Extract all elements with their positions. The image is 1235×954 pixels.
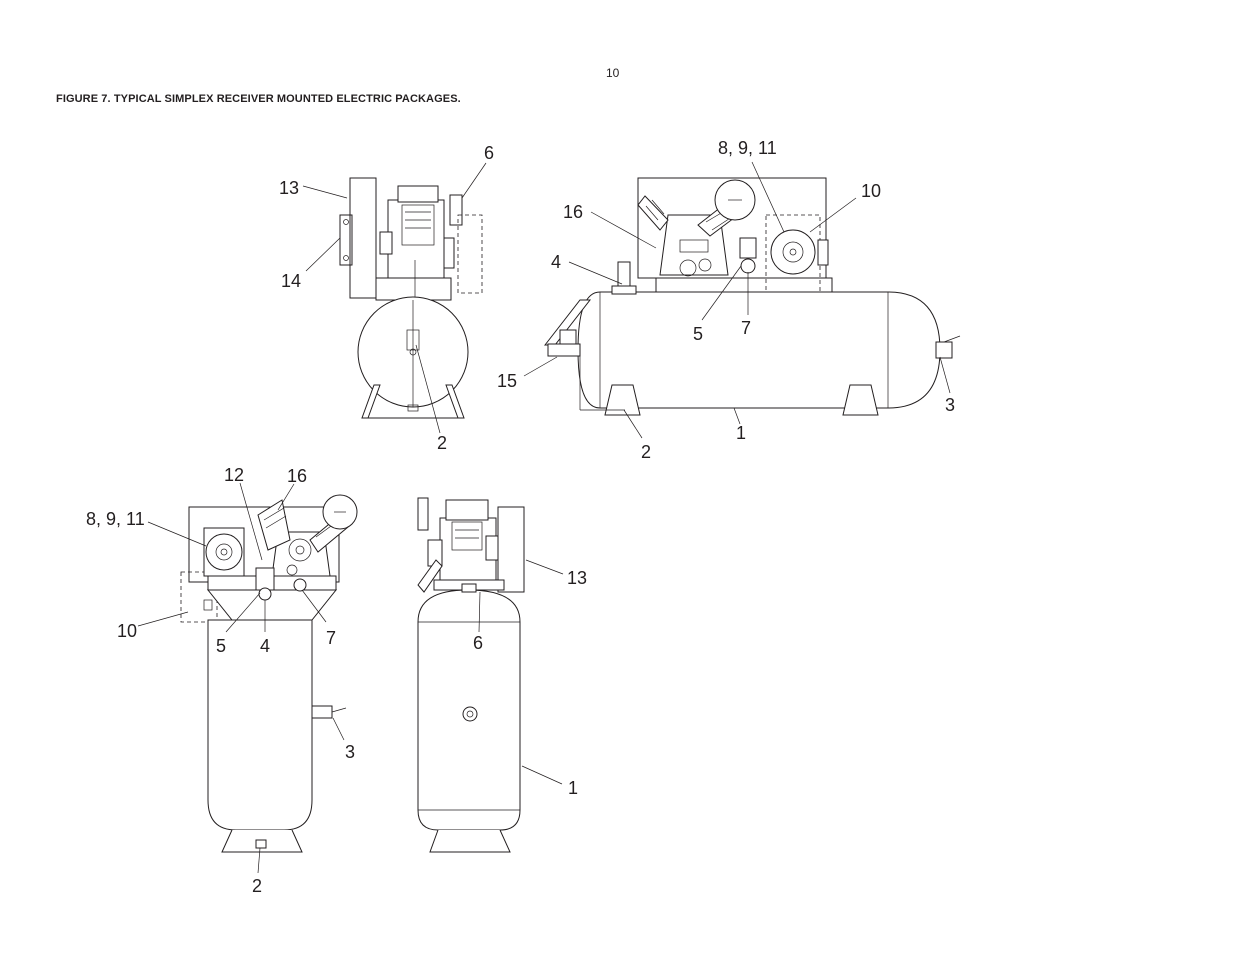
page-number: 10	[606, 66, 620, 80]
callout-12: 12	[224, 465, 244, 485]
leaders-d	[478, 559, 564, 785]
callout-15: 15	[497, 371, 517, 391]
tank-front	[203, 567, 347, 853]
callout-16: 16	[287, 466, 307, 486]
figure-title: FIGURE 7. TYPICAL SIMPLEX RECEIVER MOUNT…	[56, 93, 461, 105]
callout-1: 1	[568, 778, 578, 798]
pump-vertical	[417, 497, 499, 593]
callout-4: 4	[260, 636, 270, 656]
callout-13: 13	[279, 178, 299, 198]
callout-4: 4	[551, 252, 561, 272]
callout-10: 10	[117, 621, 137, 641]
leaders-a	[302, 162, 487, 434]
belt-guard-vertical	[497, 506, 525, 593]
callout-3: 3	[345, 742, 355, 762]
callout-8-9-11: 8, 9, 11	[718, 138, 777, 158]
callout-1: 1	[736, 423, 746, 443]
tank-vertical	[417, 579, 521, 853]
callout-2: 2	[641, 442, 651, 462]
leaders-b	[523, 161, 951, 439]
view-front-vertical: 12 16 8, 9, 11 10 5 4 7 3 2	[86, 465, 358, 896]
tank-end	[357, 296, 469, 419]
controls-side	[543, 299, 961, 411]
callout-6: 6	[484, 143, 494, 163]
view-side-horizontal: 8, 9, 11 10 16 4 5 7 15 2 1 3	[497, 138, 961, 462]
callout-3: 3	[945, 395, 955, 415]
callout-14: 14	[281, 271, 301, 291]
pump-front	[257, 494, 358, 577]
callout-8-9-11: 8, 9, 11	[86, 509, 145, 529]
leaders-c	[137, 482, 345, 874]
belt-guard-end	[339, 177, 377, 299]
callout-2: 2	[252, 876, 262, 896]
pump-end	[375, 185, 483, 301]
callout-5: 5	[216, 636, 226, 656]
callout-16: 16	[563, 202, 583, 222]
callout-13: 13	[567, 568, 587, 588]
tank-side	[577, 261, 941, 416]
motor-side	[765, 214, 829, 294]
callout-7: 7	[326, 628, 336, 648]
callout-6: 6	[473, 633, 483, 653]
callout-2: 2	[437, 433, 447, 453]
callout-7: 7	[741, 318, 751, 338]
view-end-horizontal: 13 14 6 2	[279, 143, 494, 453]
callout-10: 10	[861, 181, 881, 201]
view-side-vertical: 13 6 1	[417, 497, 587, 853]
callout-5: 5	[693, 324, 703, 344]
